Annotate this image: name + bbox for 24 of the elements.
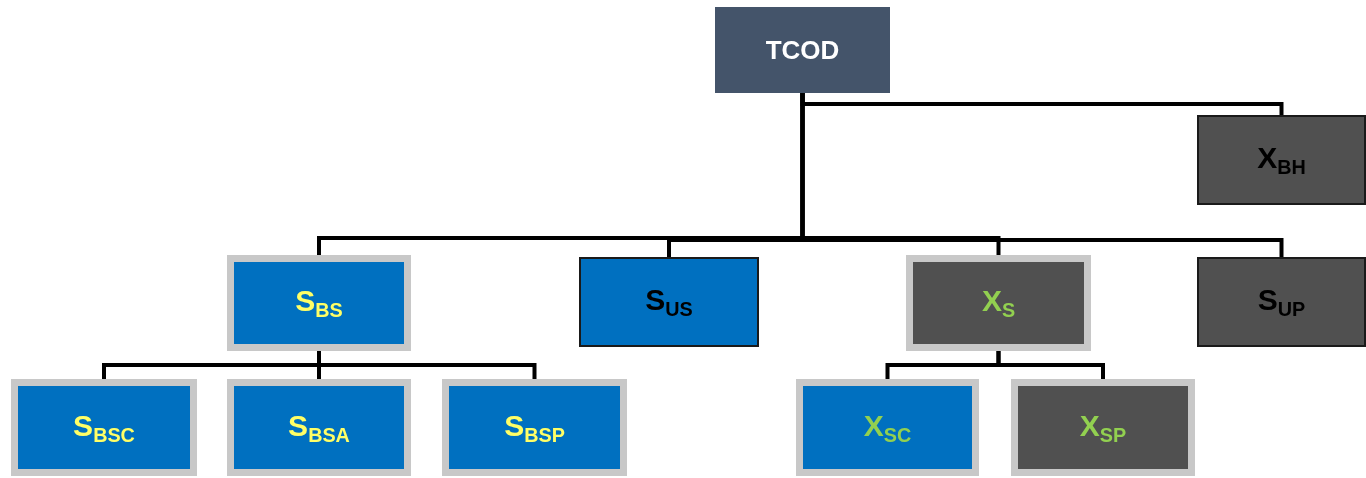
org-chart-box bbox=[227, 379, 411, 476]
org-chart-box bbox=[227, 255, 411, 351]
org-chart-box bbox=[1011, 379, 1195, 476]
box-label: S$_{UP}$ bbox=[1257, 283, 1306, 321]
connector-line bbox=[996, 351, 1105, 379]
org-chart-box bbox=[442, 379, 627, 476]
org-chart-box bbox=[796, 379, 979, 476]
box-label: X$_{SC}$ bbox=[863, 408, 912, 447]
org-chart-box bbox=[906, 255, 1091, 351]
org-chart-box bbox=[715, 7, 890, 93]
box-label: S$_{BS}$ bbox=[295, 284, 343, 322]
org-chart-box bbox=[579, 257, 759, 347]
org-chart-box bbox=[1197, 257, 1366, 347]
connector-line bbox=[800, 93, 1284, 257]
org-chart-box bbox=[11, 379, 197, 476]
box-label: S$_{BSC}$ bbox=[73, 408, 135, 447]
box-label: S$_{US}$ bbox=[645, 283, 693, 321]
box-label: S$_{BSP}$ bbox=[504, 408, 565, 447]
box-label: TCOD bbox=[765, 34, 840, 66]
org-chart-box bbox=[1197, 115, 1366, 205]
box-label: X$_{SP}$ bbox=[1079, 408, 1127, 447]
box-label: X$_{S}$ bbox=[981, 284, 1016, 322]
box-label: S$_{BSA}$ bbox=[288, 408, 350, 447]
box-label: X$_{BH}$ bbox=[1257, 141, 1306, 179]
